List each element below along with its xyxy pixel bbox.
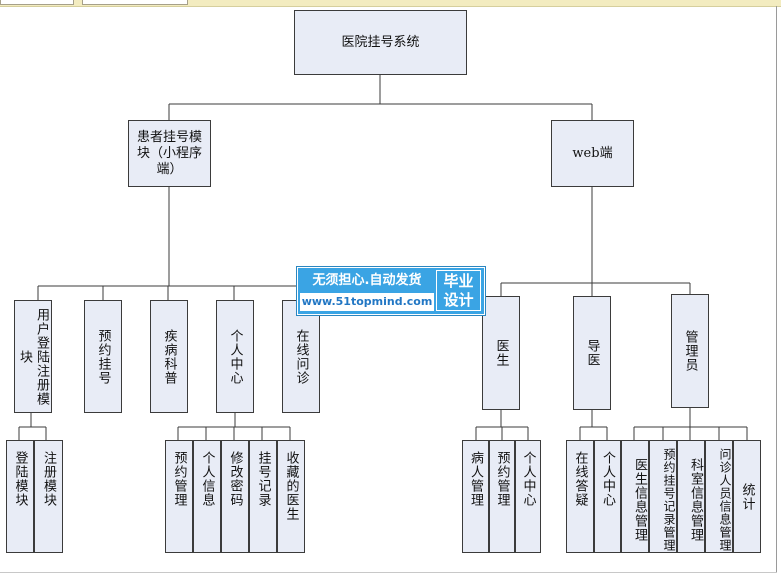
- node-doctor-booking-manage: 预约管理: [489, 440, 515, 553]
- node-root-label: 医院挂号系统: [341, 34, 420, 50]
- node-booking-record-manage-label: 预约挂号记录管理: [662, 447, 676, 552]
- node-dept-info-manage-label: 科室信息管理: [688, 457, 703, 542]
- node-online-consult: 在线问诊: [282, 300, 320, 413]
- node-personal-info: 个人信息: [193, 440, 221, 553]
- node-consult-staff-info-manage-label: 问诊人员信息管理: [718, 447, 732, 552]
- node-change-password-label: 修改密码: [227, 451, 243, 507]
- node-booking-records-label: 挂号记录: [255, 451, 271, 507]
- right-scroll-edge: [776, 6, 777, 573]
- node-favorite-doctors: 收藏的医生: [277, 440, 305, 553]
- node-personal-center-label: 个人中心: [227, 328, 243, 385]
- node-doctor-personal-center-label: 个人中心: [520, 451, 536, 507]
- node-disease-info: 疾病科普: [150, 300, 188, 413]
- watermark-badge-line1: 毕业: [443, 271, 474, 290]
- node-doctor-info-manage-label: 医生信息管理: [632, 457, 647, 542]
- watermark-banner[interactable]: 无须担心.自动发货 www.51topmind.com 毕业 设计: [297, 267, 485, 315]
- node-patient-manage-label: 病人管理: [468, 451, 483, 507]
- node-user-login-register: 用户登陆注册模块: [14, 300, 52, 413]
- node-statistics: 统计: [733, 440, 761, 553]
- node-disease-info-label: 疾病科普: [161, 328, 177, 385]
- node-patient-module-label: 患者挂号模块（小程序端）: [136, 129, 202, 177]
- node-guide-personal-center-label: 个人中心: [600, 451, 615, 507]
- node-root: 医院挂号系统: [294, 10, 467, 75]
- node-login-module-label: 登陆模块: [12, 451, 28, 507]
- node-web: web端: [551, 120, 634, 187]
- node-booking-record-manage: 预约挂号记录管理: [649, 440, 677, 553]
- node-user-login-register-label: 用户登陆注册模块: [17, 307, 49, 406]
- node-online-answer-label: 在线答疑: [572, 451, 588, 507]
- node-personal-center: 个人中心: [216, 300, 254, 413]
- node-booking-manage-label: 预约管理: [171, 451, 187, 507]
- node-login-module: 登陆模块: [6, 440, 34, 553]
- node-guide-personal-center: 个人中心: [594, 440, 621, 553]
- node-doctor-booking-manage-label: 预约管理: [494, 451, 510, 507]
- node-statistics-label: 统计: [739, 482, 755, 511]
- node-consult-staff-info-manage: 问诊人员信息管理: [705, 440, 733, 553]
- node-register-module-label: 注册模块: [41, 451, 56, 507]
- watermark-badge-line2: 设计: [443, 290, 474, 309]
- node-favorite-doctors-label: 收藏的医生: [283, 451, 299, 521]
- node-booking-records: 挂号记录: [249, 440, 277, 553]
- node-guide-label: 导医: [584, 339, 600, 367]
- node-change-password: 修改密码: [221, 440, 249, 553]
- node-booking-manage: 预约管理: [165, 440, 193, 553]
- node-patient-manage: 病人管理: [462, 440, 489, 553]
- node-admin: 管理员: [671, 294, 709, 408]
- node-admin-label: 管理员: [682, 330, 698, 372]
- watermark-url: www.51topmind.com: [300, 293, 434, 311]
- node-web-label: web端: [572, 145, 613, 161]
- node-guide: 导医: [573, 296, 611, 410]
- node-online-consult-label: 在线问诊: [293, 328, 309, 385]
- toolbar-field-left[interactable]: [0, 0, 74, 5]
- bottom-edge: [0, 572, 777, 573]
- node-patient-module: 患者挂号模块（小程序端）: [128, 120, 211, 187]
- node-dept-info-manage: 科室信息管理: [677, 440, 705, 553]
- top-toolbar-strip: [0, 0, 781, 7]
- node-doctor: 医生: [482, 296, 520, 410]
- watermark-badge: 毕业 设计: [436, 270, 481, 311]
- node-doctor-personal-center: 个人中心: [515, 440, 541, 553]
- node-booking: 预约挂号: [84, 300, 122, 413]
- watermark-slogan: 无须担心.自动发货: [312, 273, 422, 288]
- node-online-answer: 在线答疑: [566, 440, 594, 553]
- node-doctor-info-manage: 医生信息管理: [621, 440, 649, 553]
- node-register-module: 注册模块: [34, 440, 63, 553]
- node-personal-info-label: 个人信息: [199, 451, 215, 507]
- node-doctor-label: 医生: [493, 339, 509, 367]
- toolbar-field-right[interactable]: [82, 0, 188, 5]
- node-booking-label: 预约挂号: [95, 328, 111, 385]
